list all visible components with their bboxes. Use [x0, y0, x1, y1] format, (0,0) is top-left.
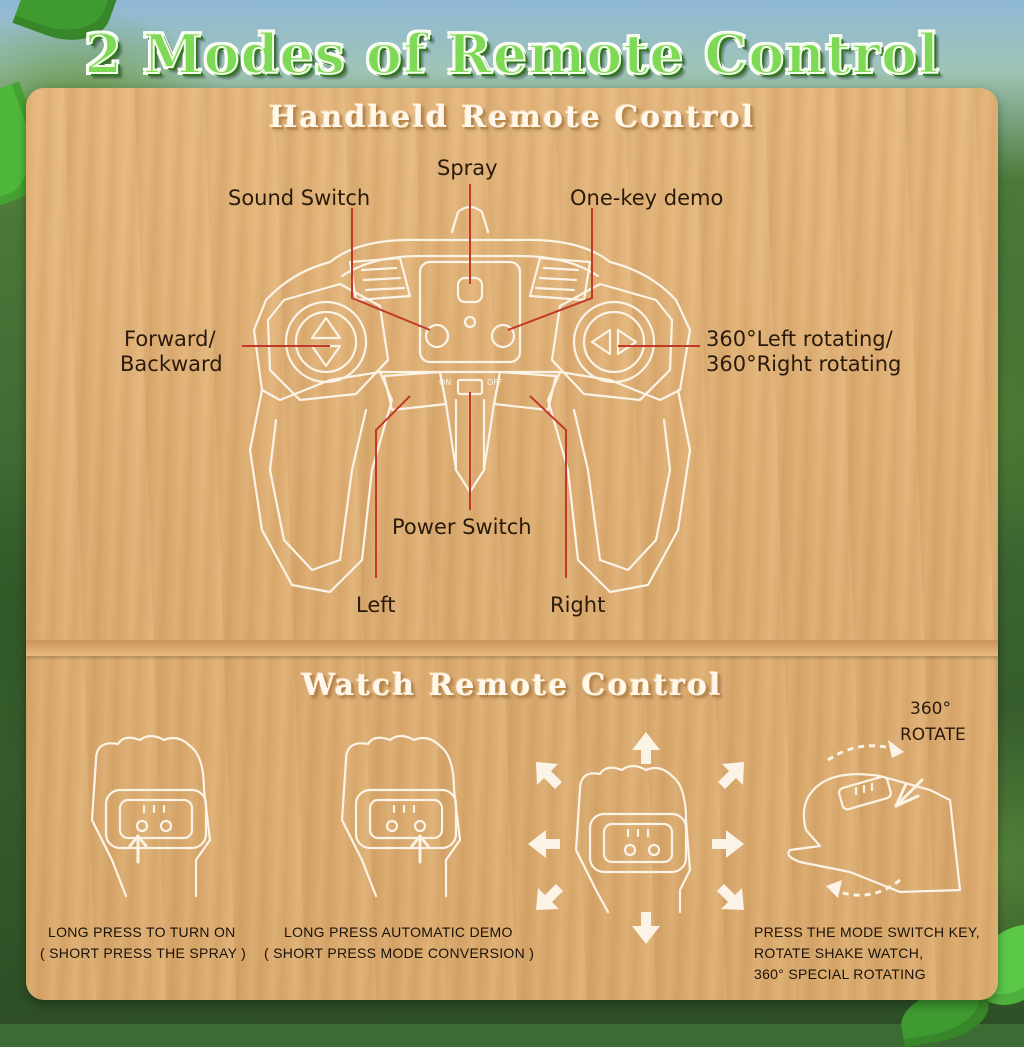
watch-face-3 — [602, 822, 674, 864]
right-label: Right — [550, 593, 606, 617]
watch-face-4 — [838, 775, 892, 811]
caption-1-line1: LONG PRESS TO TURN ON — [48, 924, 236, 940]
right-rotating-label: 360°Right rotating — [706, 352, 902, 376]
rotate-arrowhead-icon — [826, 880, 842, 898]
right-pod — [550, 282, 674, 402]
left-rotating-label: 360°Left rotating/ — [706, 327, 893, 351]
one-key-demo-label: One-key demo — [570, 186, 724, 210]
watch-hand-2 — [340, 734, 462, 898]
rotate-text-label: ROTATE — [900, 725, 966, 745]
power-switch-label: Power Switch — [392, 515, 532, 539]
watch-hand-3 — [574, 764, 692, 914]
rotate-arrows — [590, 328, 638, 356]
rotate-arrows-dashed — [827, 744, 901, 897]
arrow-left-icon — [528, 830, 560, 858]
watch-face-2 — [368, 798, 444, 840]
watch-hand-4 — [787, 773, 962, 894]
press-arrow-1 — [128, 834, 148, 864]
on-label: ON — [439, 378, 451, 387]
backward-label: Backward — [120, 352, 223, 376]
left-leader — [375, 395, 411, 578]
caption-3-line1: PRESS THE MODE SWITCH KEY, — [754, 924, 980, 940]
direction-arrows — [528, 732, 744, 944]
arrow-right-icon — [712, 830, 744, 858]
watch-hand-1 — [90, 734, 212, 898]
controller-diagram: ON OFF — [242, 184, 700, 594]
spray-label: Spray — [437, 156, 498, 180]
caption-2-line1: LONG PRESS AUTOMATIC DEMO — [284, 924, 513, 940]
right-grip — [546, 370, 692, 594]
watch-title: Watch Remote Control — [301, 668, 723, 703]
handheld-title: Handheld Remote Control — [268, 100, 756, 135]
right-grill — [528, 256, 592, 302]
sound-button — [424, 323, 450, 349]
left-joystick — [284, 300, 368, 384]
right-leader — [529, 395, 567, 578]
press-arrow-2 — [410, 834, 430, 864]
arrow-down-icon — [632, 912, 660, 944]
caption-2-line2: ( SHORT PRESS MODE CONVERSION ) — [264, 945, 535, 961]
arrow-down-left-icon — [536, 884, 563, 910]
left-label: Left — [356, 593, 396, 617]
sound-leader — [351, 208, 431, 331]
arrow-down-right-icon — [717, 884, 744, 910]
demo-leader — [507, 208, 593, 331]
main-title: 2 Modes of Remote Control — [83, 21, 940, 87]
watch-face-1 — [118, 798, 194, 840]
demo-button — [490, 323, 516, 349]
controller-body-outline — [252, 238, 692, 402]
watch-diagrams — [90, 732, 962, 944]
left-grill — [348, 256, 412, 302]
arrow-up-icon — [632, 732, 660, 764]
sound-switch-label: Sound Switch — [228, 186, 371, 210]
board-divider — [26, 640, 998, 656]
right-joystick — [572, 300, 656, 384]
caption-3-line3: 360° SPECIAL ROTATING — [754, 966, 926, 982]
caption-1-line2: ( SHORT PRESS THE SPRAY ) — [40, 945, 247, 961]
arrow-up-left-icon — [536, 762, 562, 789]
left-grip — [248, 370, 394, 594]
rotate-arrowhead-icon — [888, 740, 904, 758]
forward-label: Forward/ — [124, 327, 216, 351]
rotate-degree-label: 360° — [910, 699, 951, 719]
press-arrow-4 — [894, 778, 924, 808]
arrow-up-right-icon — [718, 762, 744, 789]
off-label: OFF — [487, 378, 503, 387]
left-pod — [266, 282, 390, 402]
caption-3-line2: ROTATE SHAKE WATCH, — [754, 945, 924, 961]
